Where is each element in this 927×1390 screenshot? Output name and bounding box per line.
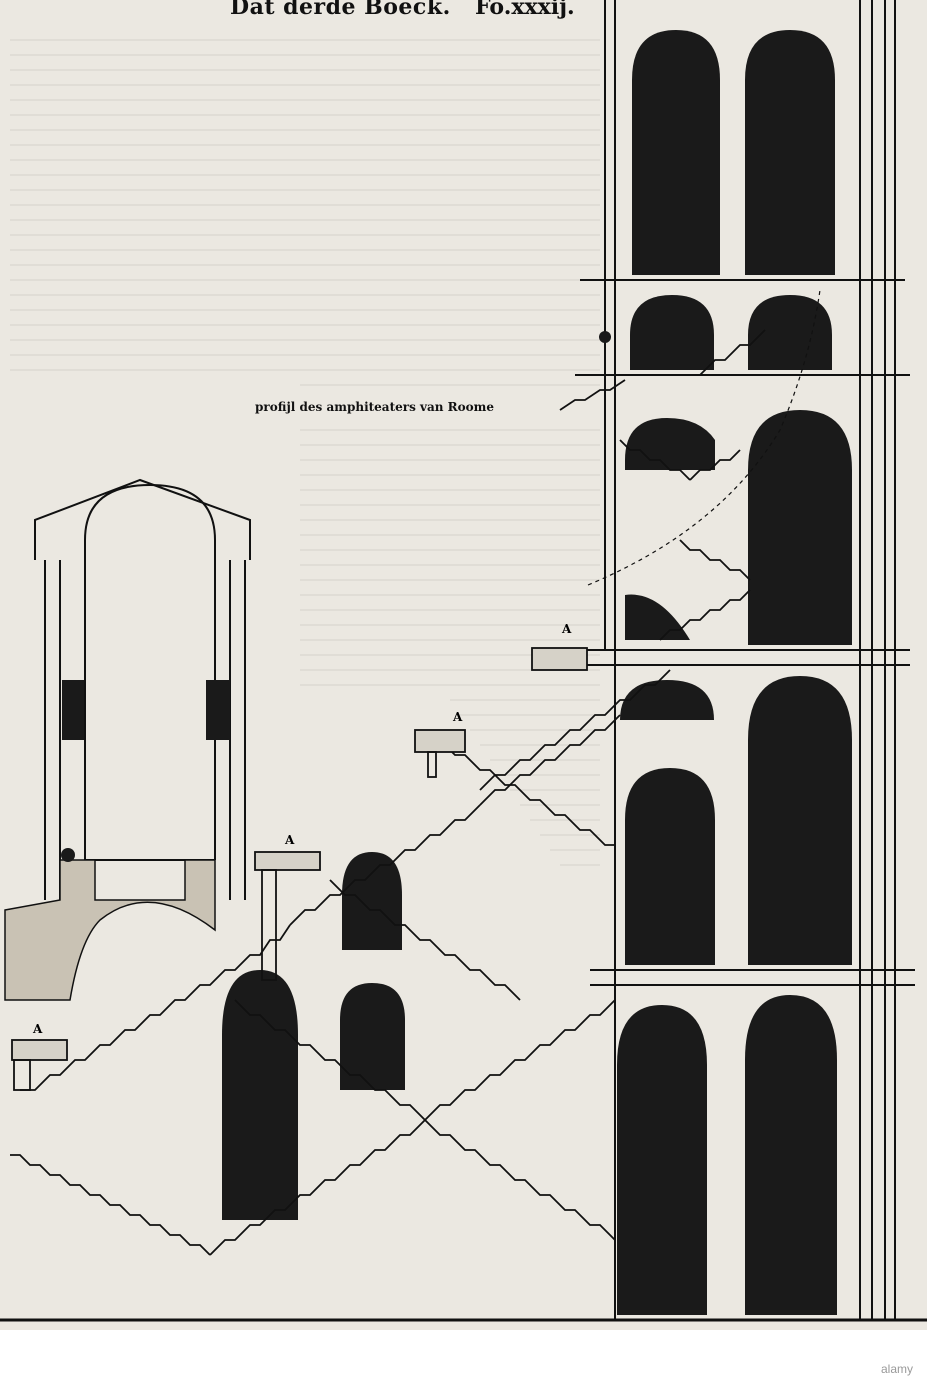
tower-arches [617, 30, 852, 1315]
folio-number: Fo.xxxij. [475, 0, 575, 20]
landing-label-a: A [33, 1022, 43, 1036]
left-section-fills [62, 680, 230, 740]
footer-band: alamy [0, 1330, 927, 1390]
amphitheater-profile-woodcut [0, 0, 927, 1322]
staircases [10, 329, 766, 1256]
tower-structure [575, 0, 915, 1320]
landing-label-a: A [285, 833, 295, 847]
watermark-text: alamy [880, 1362, 913, 1376]
fleur-de-lis-ornaments [61, 331, 611, 862]
landing-label-a: A [562, 622, 572, 636]
central-arches [222, 852, 405, 1220]
plate-caption: profijl des amphiteaters van Roome [255, 400, 494, 414]
landings [11, 647, 588, 1061]
landing-pillars [13, 751, 437, 1091]
sight-lines [587, 289, 821, 586]
landing-label-a: A [453, 710, 463, 724]
book-page: Dat derde Boeck. Fo.xxxij. profijl des a… [0, 0, 927, 1330]
bleed-through-text [10, 39, 600, 866]
running-head-left: Dat derde Boeck. [230, 0, 451, 20]
left-base [4, 859, 216, 1001]
